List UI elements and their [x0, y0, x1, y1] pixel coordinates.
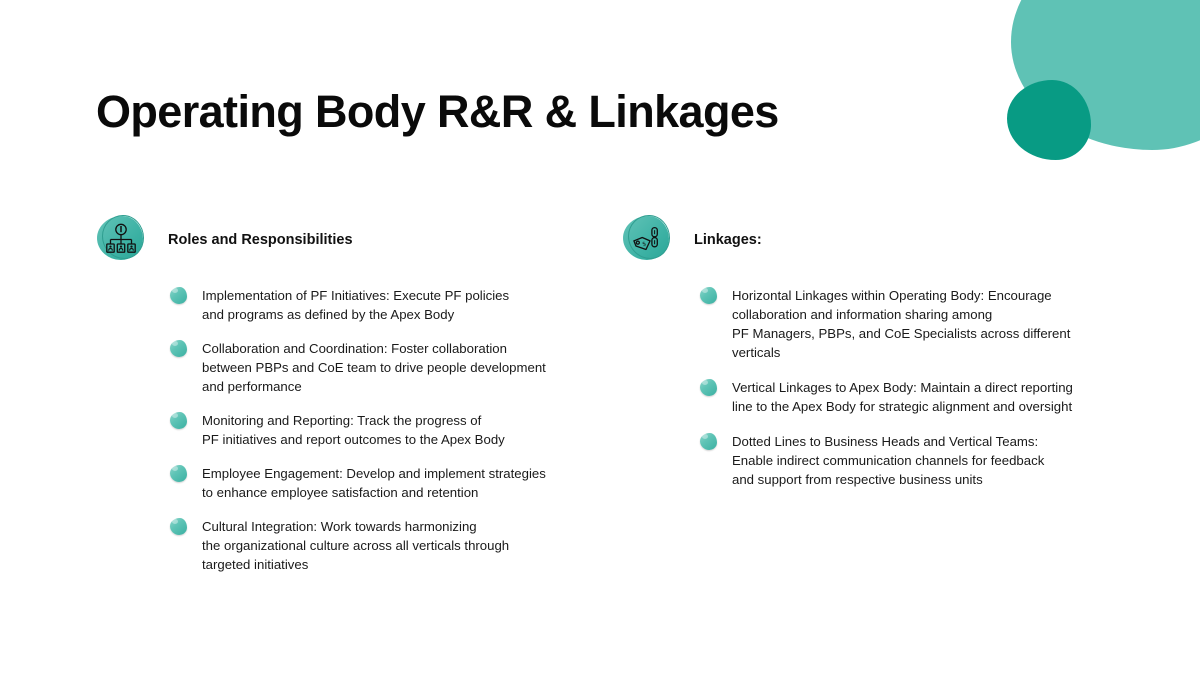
bullet-line: line to the Apex Body for strategic alig… [732, 399, 1073, 414]
bullet-line: Dotted Lines to Business Heads and Verti… [732, 434, 1039, 449]
list-item: Dotted Lines to Business Heads and Verti… [700, 432, 1130, 489]
bullet-text: Employee Engagement: Develop and impleme… [202, 464, 620, 502]
list-item: Cultural Integration: Work towards harmo… [170, 517, 620, 574]
badge-ring [628, 215, 670, 259]
bullet-list-left: Implementation of PF Initiatives: Execut… [170, 286, 620, 589]
bullet-line: collaboration and information sharing am… [732, 307, 993, 322]
org-chart-icon [96, 214, 146, 264]
list-item: Implementation of PF Initiatives: Execut… [170, 286, 620, 324]
bullet-text: Implementation of PF Initiatives: Execut… [202, 286, 620, 324]
bullet-line: Collaboration and Coordination: Foster c… [202, 341, 507, 356]
bullet-line: Enable indirect communication channels f… [732, 453, 1045, 468]
bullet-line: and support from respective business uni… [732, 472, 983, 487]
bullet-text: Horizontal Linkages within Operating Bod… [732, 286, 1130, 362]
column-linkages: $ Linkages: Horizontal Linkages wi [622, 214, 1122, 487]
bullet-line: between PBPs and CoE team to drive peopl… [202, 360, 546, 375]
bullet-line: verticals [732, 345, 781, 360]
page-title: Operating Body R&R & Linkages [96, 86, 779, 137]
bullet-text: Monitoring and Reporting: Track the prog… [202, 411, 620, 449]
list-item: Vertical Linkages to Apex Body: Maintain… [700, 378, 1130, 416]
list-item: Horizontal Linkages within Operating Bod… [700, 286, 1130, 362]
column-roles-and-responsibilities: Roles and Responsibilities Implementatio… [96, 214, 616, 572]
list-item: Monitoring and Reporting: Track the prog… [170, 411, 620, 449]
bullet-line: PF Managers, PBPs, and CoE Specialists a… [732, 326, 1071, 341]
svg-text:$: $ [642, 241, 647, 249]
column-heading-right: Linkages: [694, 232, 762, 248]
bullet-text: Dotted Lines to Business Heads and Verti… [732, 432, 1130, 489]
bullet-marker-icon [170, 412, 187, 429]
column-heading-left: Roles and Responsibilities [168, 232, 353, 248]
bullet-line: Vertical Linkages to Apex Body: Maintain… [732, 380, 1073, 395]
bullet-text: Cultural Integration: Work towards harmo… [202, 517, 620, 574]
bullet-line: to enhance employee satisfaction and ret… [202, 485, 479, 500]
bullet-line: Implementation of PF Initiatives: Execut… [202, 288, 510, 303]
bullet-text: Vertical Linkages to Apex Body: Maintain… [732, 378, 1130, 416]
tag-and-chain-link-icon: $ [622, 214, 672, 264]
bullet-marker-icon [170, 465, 187, 482]
small-teal-blob [1007, 80, 1091, 160]
bullet-marker-icon [700, 379, 717, 396]
bullet-marker-icon [170, 340, 187, 357]
bullet-marker-icon [700, 433, 717, 450]
bullet-line: Employee Engagement: Develop and impleme… [202, 466, 546, 481]
bullet-marker-icon [700, 287, 717, 304]
bullet-line: Monitoring and Reporting: Track the prog… [202, 413, 482, 428]
bullet-list-right: Horizontal Linkages within Operating Bod… [700, 286, 1130, 505]
bullet-line: and programs as defined by the Apex Body [202, 307, 455, 322]
list-item: Collaboration and Coordination: Foster c… [170, 339, 620, 396]
bullet-line: the organizational culture across all ve… [202, 538, 510, 553]
bullet-marker-icon [170, 518, 187, 535]
bullet-line: and performance [202, 379, 302, 394]
column-header-right: $ Linkages: [622, 214, 1122, 270]
badge-ring [102, 215, 144, 259]
bullet-line: targeted initiatives [202, 557, 309, 572]
bullet-line: PF initiatives and report outcomes to th… [202, 432, 505, 447]
column-header-left: Roles and Responsibilities [96, 214, 616, 270]
bullet-marker-icon [170, 287, 187, 304]
bullet-line: Cultural Integration: Work towards harmo… [202, 519, 477, 534]
bullet-text: Collaboration and Coordination: Foster c… [202, 339, 620, 396]
bullet-line: Horizontal Linkages within Operating Bod… [732, 288, 1052, 303]
list-item: Employee Engagement: Develop and impleme… [170, 464, 620, 502]
